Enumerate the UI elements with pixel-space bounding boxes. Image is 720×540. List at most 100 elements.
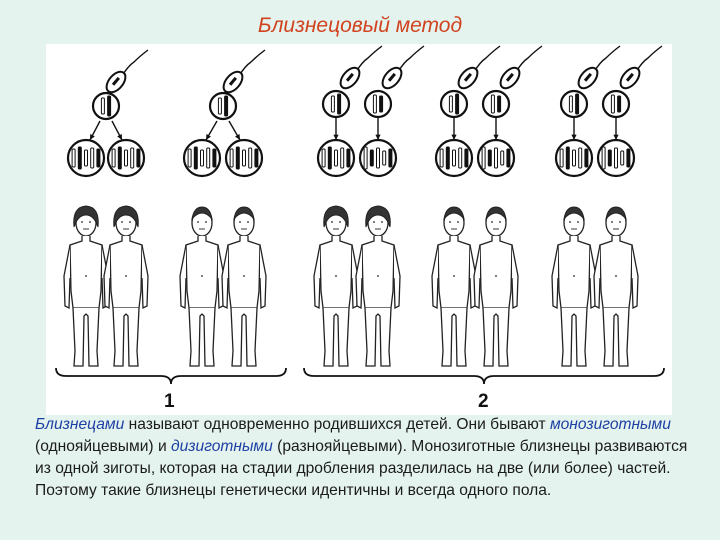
chromosome bbox=[321, 148, 326, 168]
egg-cell bbox=[363, 89, 393, 119]
child-navel bbox=[495, 275, 497, 277]
egg-cell bbox=[559, 89, 589, 119]
arrow-head bbox=[117, 134, 122, 140]
chromosome bbox=[248, 147, 253, 169]
chromosome bbox=[448, 95, 453, 113]
child-arm bbox=[393, 244, 401, 310]
egg-cell bbox=[601, 89, 631, 119]
chromosome bbox=[117, 146, 122, 170]
term-dizygotic: дизиготными bbox=[170, 438, 273, 455]
child-torso bbox=[69, 236, 103, 309]
child-navel bbox=[201, 275, 203, 277]
chromosome bbox=[490, 94, 495, 114]
chromosome bbox=[369, 149, 374, 167]
child-legs bbox=[602, 307, 630, 367]
chromosome bbox=[464, 148, 469, 168]
child-navel bbox=[125, 275, 127, 277]
sperm-chromosome bbox=[387, 72, 396, 82]
caption-part: (разнояйцевыми). Монозиготные близнецы р… bbox=[35, 438, 688, 499]
child-arm bbox=[551, 244, 559, 310]
child-legs bbox=[188, 307, 216, 367]
child-hair bbox=[233, 206, 255, 221]
child-torso bbox=[479, 236, 513, 309]
chromosome bbox=[568, 95, 573, 113]
child-eye bbox=[457, 221, 459, 223]
sperm-chromosome bbox=[228, 76, 237, 86]
child-eye bbox=[619, 221, 621, 223]
child-legs bbox=[112, 307, 140, 367]
chromosome bbox=[494, 147, 498, 169]
sperm-chromosome bbox=[583, 72, 592, 82]
child-legs bbox=[482, 307, 510, 367]
child-hair bbox=[605, 206, 627, 221]
child-hair bbox=[485, 206, 507, 221]
child-arm bbox=[221, 244, 229, 310]
chromosome bbox=[187, 148, 192, 168]
sperm-tail bbox=[121, 49, 149, 77]
chromosome bbox=[136, 148, 141, 168]
arrow-head bbox=[571, 134, 577, 140]
chromosome bbox=[610, 94, 615, 114]
chromosome bbox=[481, 146, 486, 170]
chromosome bbox=[337, 93, 342, 115]
child-eye bbox=[129, 221, 131, 223]
child-arm bbox=[473, 244, 481, 310]
arrow-head bbox=[235, 134, 240, 140]
child-eye bbox=[239, 221, 241, 223]
chromosome bbox=[327, 146, 332, 170]
chromosome bbox=[617, 95, 622, 113]
child-eye bbox=[331, 221, 333, 223]
slide-title: Близнецовый метод bbox=[257, 14, 463, 37]
chromosome bbox=[584, 148, 589, 168]
child-arm bbox=[259, 244, 267, 310]
child-navel bbox=[335, 275, 337, 277]
chromosome bbox=[334, 149, 338, 167]
chromosome bbox=[506, 148, 511, 168]
sperm-chromosome bbox=[505, 72, 514, 82]
chromosome bbox=[235, 146, 240, 170]
chromosome bbox=[107, 95, 112, 117]
child-hair bbox=[365, 205, 391, 228]
chromosome bbox=[84, 149, 88, 167]
sperm-tail bbox=[515, 45, 543, 73]
group-label-2: 2 bbox=[478, 391, 489, 412]
sperm-chromosome bbox=[345, 72, 354, 82]
child-legs bbox=[560, 307, 588, 367]
chromosome bbox=[379, 95, 384, 113]
chromosome bbox=[559, 148, 564, 168]
caption-part: называют одновременно родившихся детей. … bbox=[124, 416, 550, 433]
child-eye bbox=[381, 221, 383, 223]
sperm-chromosome bbox=[111, 76, 120, 86]
chromosome bbox=[455, 93, 460, 115]
chromosome bbox=[254, 148, 259, 168]
twins-diagram bbox=[55, 45, 665, 385]
child-eye bbox=[449, 221, 451, 223]
chromosome bbox=[565, 146, 570, 170]
sperm-tail bbox=[397, 45, 425, 73]
sperm-chromosome bbox=[463, 72, 472, 82]
child-navel bbox=[377, 275, 379, 277]
chromosome bbox=[340, 147, 345, 169]
child-arm bbox=[141, 244, 149, 310]
chromosome bbox=[607, 149, 612, 167]
chromosome bbox=[458, 147, 463, 169]
child-hair bbox=[323, 205, 349, 228]
chromosome bbox=[376, 147, 380, 169]
chromosome bbox=[200, 149, 204, 167]
zygote-cell bbox=[208, 91, 238, 121]
chromosome bbox=[382, 150, 387, 166]
child-torso bbox=[319, 236, 353, 309]
child-eye bbox=[577, 221, 579, 223]
child-legs bbox=[364, 307, 392, 367]
child-arm bbox=[103, 244, 111, 310]
arrow-head bbox=[333, 134, 339, 140]
child-arm bbox=[355, 244, 363, 310]
child-navel bbox=[615, 275, 617, 277]
child-arm bbox=[593, 244, 601, 310]
child-navel bbox=[85, 275, 87, 277]
child-eye bbox=[197, 221, 199, 223]
chromosome bbox=[224, 95, 229, 117]
group-label-1: 1 bbox=[164, 391, 175, 412]
child-eye bbox=[121, 221, 123, 223]
child-torso bbox=[185, 236, 219, 309]
